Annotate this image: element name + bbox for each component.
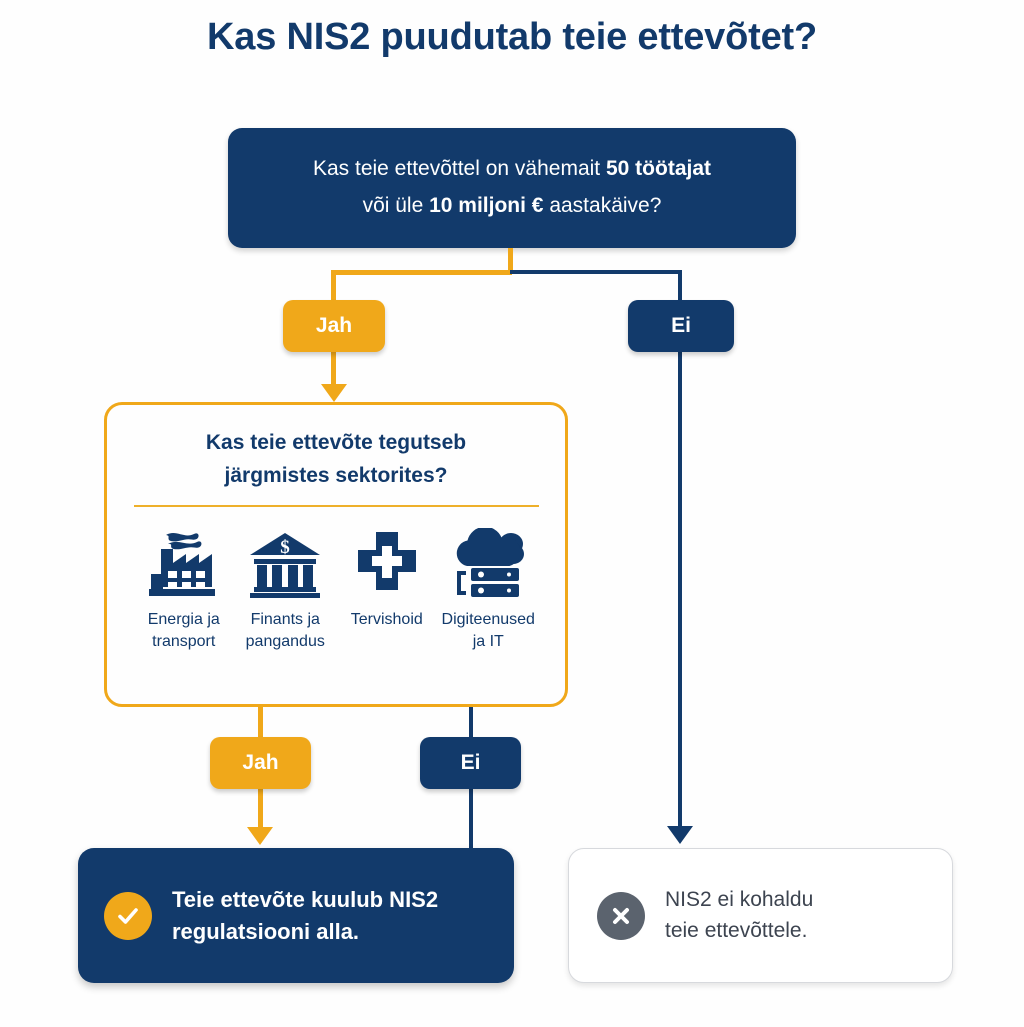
connector-q1-horizontal-yes <box>331 270 512 275</box>
sector-grid: Energia ja transport <box>133 525 539 652</box>
outcome-no-text: NIS2 ei kohaldu teie ettevõttele. <box>665 885 813 946</box>
arrow-jah2-to-outcome-yes <box>247 827 273 845</box>
branch-2-yes-pill[interactable]: Jah <box>210 737 311 789</box>
bank-icon: $ <box>235 525 337 603</box>
sector-label-line2: ja IT <box>472 632 504 650</box>
connector-jah2-down <box>258 783 263 833</box>
connector-sector-to-jah2 <box>258 707 263 745</box>
sector-item-digital-it: Digiteenused ja IT <box>438 525 540 652</box>
cloud-server-icon <box>438 525 540 603</box>
question-2-sector-card: Kas teie ettevõte tegutseb järgmistes se… <box>104 402 568 707</box>
page-title: Kas NIS2 puudutab teie ettevõtet? <box>207 16 817 58</box>
sector-label-line1: Tervishoid <box>350 611 423 629</box>
svg-text:$: $ <box>281 537 291 558</box>
question-1-box: Kas teie ettevõttel on vähemait 50 tööta… <box>228 128 796 248</box>
sector-label-line2: pangandus <box>245 632 325 650</box>
outcome-yes-line2: regulatsiooni alla. <box>172 918 360 944</box>
factory-icon <box>133 525 235 603</box>
check-icon <box>104 891 152 940</box>
branch-1-no-pill[interactable]: Ei <box>628 300 734 352</box>
question-2-text: Kas teie ettevõte tegutseb järgmistes se… <box>133 427 539 492</box>
question-1-line2-strong: 10 miljoni € <box>429 194 544 217</box>
sector-label-digital-it: Digiteenused ja IT <box>438 609 540 652</box>
connector-ei1-down <box>678 346 682 836</box>
question-2-line1: Kas teie ettevõte tegutseb <box>205 431 467 454</box>
sector-item-healthcare: Tervishoid <box>336 525 438 631</box>
connector-sector-to-ei2 <box>469 707 473 745</box>
arrow-ei1-to-outcome-no <box>667 826 693 844</box>
outcome-yes-box: Teie ettevõte kuulub NIS2 regulatsiooni … <box>78 848 514 983</box>
question-1-line2-prefix: või üle <box>362 194 430 217</box>
branch-1-yes-pill[interactable]: Jah <box>283 300 385 352</box>
sector-label-finance-banking: Finants ja pangandus <box>235 609 337 652</box>
connector-jah1-down <box>331 346 336 391</box>
sector-item-finance-banking: $ Finants ja pangandus <box>235 525 337 652</box>
connector-q1-to-ei <box>678 270 682 308</box>
question-1-line1-strong: 50 töötajat <box>605 157 712 181</box>
outcome-yes-text: Teie ettevõte kuulub NIS2 regulatsiooni … <box>172 884 438 948</box>
question-1-text: Kas teie ettevõttel on vähemait 50 tööta… <box>289 151 735 225</box>
connector-q1-horizontal-no <box>510 270 681 274</box>
outcome-no-box: NIS2 ei kohaldu teie ettevõttele. <box>568 848 953 983</box>
branch-2-no-pill[interactable]: Ei <box>420 737 521 789</box>
medical-cross-icon <box>336 525 438 603</box>
sector-label-line2: transport <box>152 632 216 650</box>
arrow-jah1-to-sector <box>321 384 347 402</box>
connector-q1-to-jah <box>331 270 336 308</box>
sector-label-energy-transport: Energia ja transport <box>133 609 235 652</box>
outcome-yes-line1: Teie ettevõte kuulub NIS2 <box>172 886 439 912</box>
connector-q1-stem <box>508 248 513 274</box>
sector-divider <box>133 505 539 508</box>
outcome-no-line1: NIS2 ei kohaldu <box>665 888 814 912</box>
question-1-line2-suffix: aastakäive? <box>543 194 662 217</box>
connector-ei2-down <box>469 783 473 851</box>
sector-label-line1: Finants ja <box>250 611 320 629</box>
sector-label-line1: Digiteenused <box>441 611 535 629</box>
sector-item-energy-transport: Energia ja transport <box>133 525 235 652</box>
sector-label-line1: Energia ja <box>147 611 220 629</box>
x-icon <box>597 891 645 940</box>
question-1-line1-prefix: Kas teie ettevõttel on vähemait <box>312 157 606 181</box>
outcome-no-line2: teie ettevõttele. <box>665 918 808 942</box>
sector-label-healthcare: Tervishoid <box>336 609 438 631</box>
question-2-line2: järgmistes sektorites? <box>224 463 448 487</box>
